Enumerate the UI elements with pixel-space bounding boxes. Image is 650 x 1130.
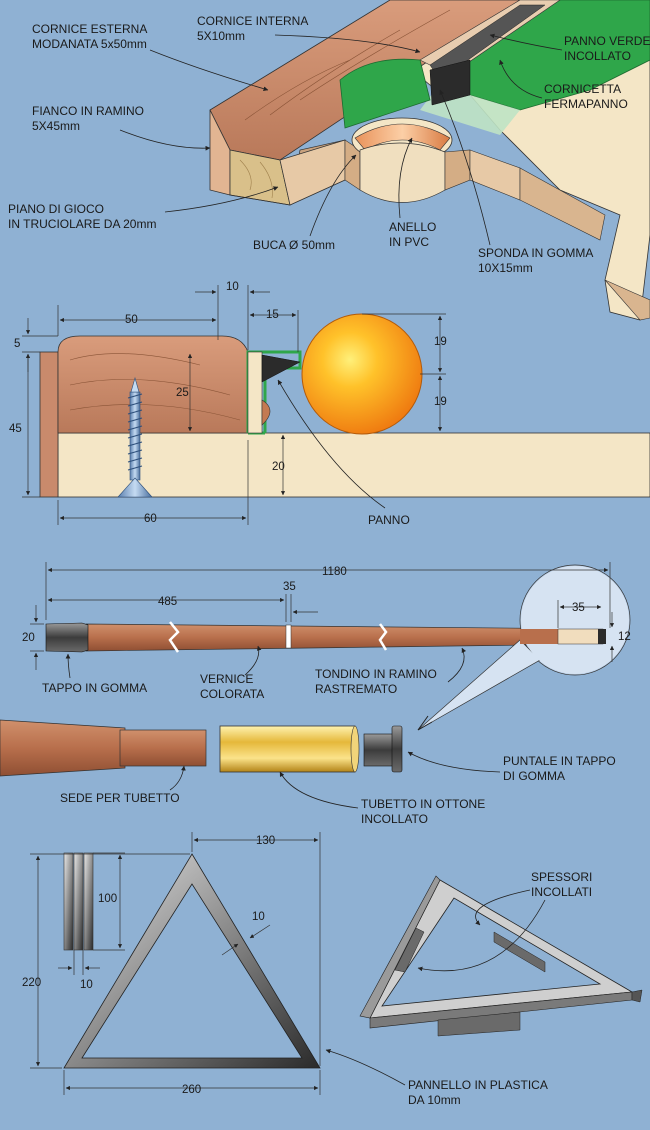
label-vernice-1: VERNICE <box>200 672 253 686</box>
dim-50: 50 <box>125 314 138 326</box>
label-tondino-1: TONDINO IN RAMINO <box>315 667 437 681</box>
dim-1180: 1180 <box>322 566 347 578</box>
dim-45: 45 <box>9 423 22 435</box>
label-cornicetta-2: FERMAPANNO <box>544 97 628 111</box>
label-tappo: TAPPO IN GOMMA <box>42 681 147 695</box>
cross-section-dimensions: 10 50 15 5 45 25 19 19 20 60 <box>9 281 447 527</box>
label-cornice-interna-1: CORNICE INTERNA <box>197 14 308 28</box>
dim-12: 12 <box>618 631 631 643</box>
dim-19-lower: 19 <box>434 396 447 408</box>
label-puntale-1: PUNTALE IN TAPPO <box>503 754 616 768</box>
label-panno-verde-1: PANNO VERDE <box>564 34 650 48</box>
table-edge-callouts: CORNICE ESTERNA MODANATA 5x50mm CORNICE … <box>8 14 650 275</box>
brass-tube <box>219 725 356 773</box>
glued-spacer <box>437 1011 521 1037</box>
dim-220: 220 <box>22 977 41 989</box>
dim-100: 100 <box>98 893 117 905</box>
label-cornice-esterna-1: CORNICE ESTERNA <box>32 22 147 36</box>
table-edge-illustration <box>209 0 650 321</box>
glued-spacer <box>493 931 546 973</box>
cue-joint-callouts: PUNTALE IN TAPPO DI GOMMA SEDE PER TUBET… <box>60 751 616 826</box>
label-piano-2: IN TRUCIOLARE DA 20mm <box>8 217 156 231</box>
label-panno-verde-2: INCOLLATO <box>564 49 631 63</box>
dim-25: 25 <box>176 387 189 399</box>
triangle-rack <box>63 852 643 1069</box>
screw <box>117 376 153 498</box>
triangle-dimensions: 130 100 10 10 220 260 SPESSORI INCOLLATI… <box>22 832 592 1107</box>
dim-130: 130 <box>256 835 275 847</box>
dim-10-wall: 10 <box>252 911 265 923</box>
dim-5: 5 <box>14 338 20 350</box>
label-spessori-2: INCOLLATI <box>531 885 592 899</box>
spacer-strip <box>83 852 94 951</box>
dim-485: 485 <box>158 596 177 608</box>
billiard-ball <box>301 313 423 435</box>
label-sponda-1: SPONDA IN GOMMA <box>478 246 593 260</box>
label-anello-2: IN PVC <box>389 235 429 249</box>
label-fianco-1: FIANCO IN RAMINO <box>32 104 144 118</box>
label-pannello-1: PANNELLO IN PLASTICA <box>408 1078 548 1092</box>
label-tubetto-2: INCOLLATO <box>361 812 428 826</box>
rubber-tip <box>363 733 395 767</box>
label-pannello-2: DA 10mm <box>408 1093 461 1107</box>
label-cornice-interna-2: 5X10mm <box>197 29 245 43</box>
label-buca: BUCA Ø 50mm <box>253 238 335 252</box>
spacer-strip <box>63 852 74 951</box>
cue-dimensions: 1180 485 35 35 20 12 TAPPO IN GOMMA VERN… <box>22 562 631 701</box>
cue-illustration <box>45 564 631 731</box>
dim-10-spacer: 10 <box>80 979 93 991</box>
dim-60: 60 <box>144 513 157 525</box>
cross-section <box>39 313 650 498</box>
triangle-flat <box>63 853 321 1069</box>
moulding-section <box>57 335 249 434</box>
label-cornice-esterna-2: MODANATA 5x50mm <box>32 37 147 51</box>
dim-10: 10 <box>226 281 239 293</box>
label-puntale-2: DI GOMMA <box>503 769 565 783</box>
tube-seat <box>119 729 207 767</box>
dim-19-upper: 19 <box>434 336 447 348</box>
label-spessori-1: SPESSORI <box>531 870 592 884</box>
dim-20-cue: 20 <box>22 632 35 644</box>
label-fianco-2: 5X45mm <box>32 119 80 133</box>
dim-15: 15 <box>266 309 279 321</box>
cue-joint-detail <box>0 719 403 777</box>
pocket-cloth <box>339 58 431 129</box>
rubber-cushion-section <box>261 354 301 383</box>
label-cornicetta-1: CORNICETTA <box>544 82 621 96</box>
glued-spacer <box>394 927 425 973</box>
label-vernice-2: COLORATA <box>200 687 264 701</box>
label-anello-1: ANELLO <box>389 220 436 234</box>
dim-35-b: 35 <box>572 602 585 614</box>
label-tondino-2: RASTREMATO <box>315 682 397 696</box>
label-sede: SEDE PER TUBETTO <box>60 791 180 805</box>
dim-35-a: 35 <box>283 581 296 593</box>
dim-260: 260 <box>182 1084 201 1096</box>
spacer-strip <box>73 852 84 951</box>
rubber-cap <box>45 622 89 653</box>
label-piano-1: PIANO DI GIOCO <box>8 202 104 216</box>
label-sponda-2: 10X15mm <box>478 261 533 275</box>
label-tubetto-1: TUBETTO IN OTTONE <box>361 797 485 811</box>
playing-bed <box>57 432 650 498</box>
cue-butt <box>0 719 126 777</box>
label-panno: PANNO <box>368 513 410 527</box>
side-panel-section <box>39 351 59 498</box>
dim-20: 20 <box>272 461 285 473</box>
pvc-ring <box>354 123 451 151</box>
